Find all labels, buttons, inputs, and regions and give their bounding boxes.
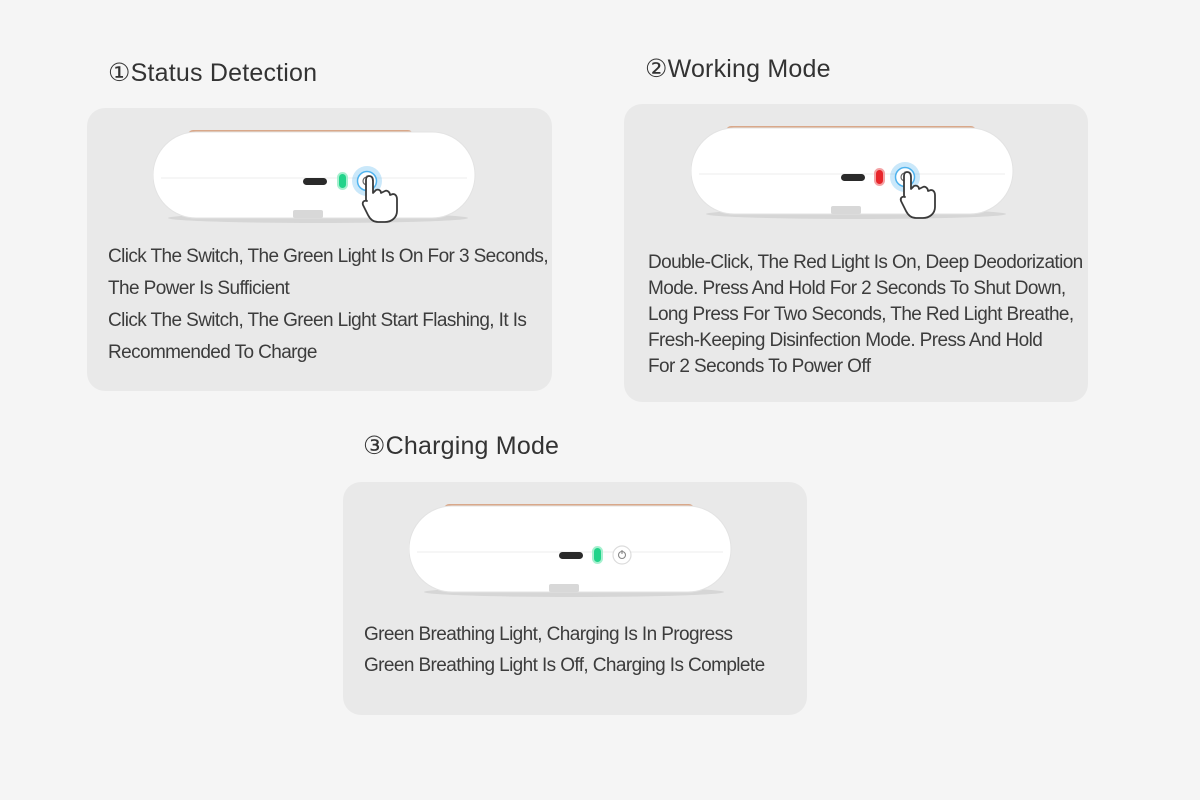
description-line: Double-Click, The Red Light Is On, Deep … bbox=[648, 252, 1083, 273]
usb-port bbox=[559, 552, 583, 559]
working-mode-title: ②Working Mode bbox=[645, 55, 831, 83]
usb-port bbox=[303, 178, 327, 185]
description-line: For 2 Seconds To Power Off bbox=[648, 356, 871, 377]
description-line: Recommended To Charge bbox=[108, 342, 317, 363]
status-detection-title: ①Status Detection bbox=[108, 59, 318, 87]
charging-mode-title: ③Charging Mode bbox=[363, 432, 560, 460]
description-line: Long Press For Two Seconds, The Red Ligh… bbox=[648, 304, 1074, 325]
status-detection-panel: Click The Switch, The Green Light Is On … bbox=[87, 108, 552, 391]
working-mode-panel: Double-Click, The Red Light Is On, Deep … bbox=[624, 104, 1088, 402]
device-foot bbox=[293, 210, 323, 218]
hand-pointer-icon bbox=[361, 175, 398, 223]
hand-pointer-icon bbox=[899, 171, 936, 219]
charging-mode-panel: Green Breathing Light, Charging Is In Pr… bbox=[343, 482, 807, 715]
power-button bbox=[612, 545, 632, 565]
description-line: Green Breathing Light, Charging Is In Pr… bbox=[364, 624, 733, 645]
description-line: Fresh-Keeping Disinfection Mode. Press A… bbox=[648, 330, 1043, 351]
device-illustration bbox=[409, 504, 732, 597]
usb-port bbox=[841, 174, 865, 181]
status-led bbox=[592, 546, 603, 564]
status-led bbox=[874, 168, 885, 186]
device-body bbox=[409, 505, 732, 593]
status-led bbox=[337, 172, 348, 190]
charging-mode-description: Green Breathing Light, Charging Is In Pr… bbox=[364, 619, 765, 681]
device-body bbox=[153, 131, 476, 219]
description-line: Click The Switch, The Green Light Is On … bbox=[108, 246, 549, 267]
working-mode-description: Double-Click, The Red Light Is On, Deep … bbox=[648, 250, 1083, 380]
device-illustration bbox=[153, 130, 476, 223]
description-line: The Power Is Sufficient bbox=[108, 278, 290, 299]
status-detection-description: Click The Switch, The Green Light Is On … bbox=[108, 241, 549, 369]
device-foot bbox=[549, 584, 579, 592]
device-illustration bbox=[691, 126, 1014, 219]
description-line: Green Breathing Light Is Off, Charging I… bbox=[364, 655, 765, 676]
device-body bbox=[691, 127, 1014, 215]
description-line: Mode. Press And Hold For 2 Seconds To Sh… bbox=[648, 278, 1066, 299]
description-line: Click The Switch, The Green Light Start … bbox=[108, 310, 527, 331]
device-foot bbox=[831, 206, 861, 214]
